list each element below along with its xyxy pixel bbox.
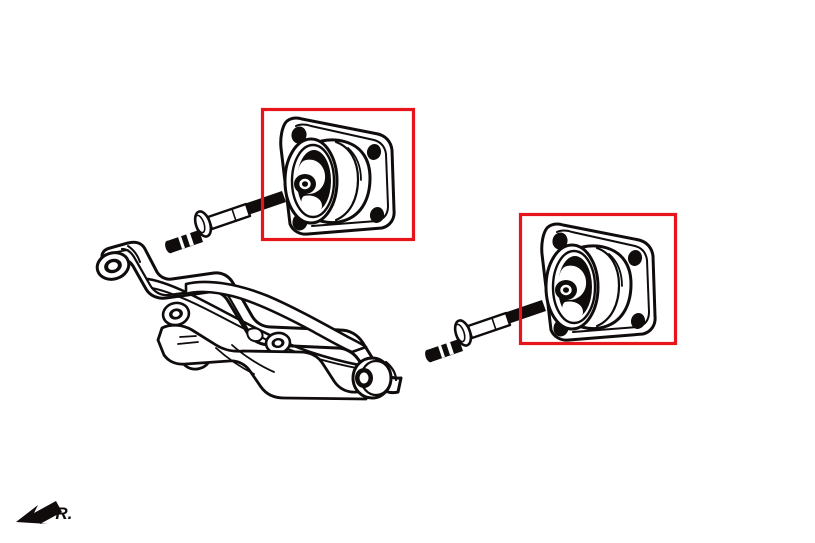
flange-bolt-hole <box>627 250 643 266</box>
flange-bolt-hole <box>366 144 382 160</box>
highlight-box-lower <box>518 212 678 346</box>
mounting-bolt-upper <box>165 191 286 254</box>
flange-bolt-hole <box>369 207 385 223</box>
flange-bolt-hole <box>291 126 307 144</box>
arm-bushing-eye-front <box>95 251 131 281</box>
front-direction-marker: FR. <box>16 501 72 524</box>
bushing-center-hub-upper <box>294 174 316 194</box>
bushing-mount-upper <box>279 116 396 236</box>
trailing-arm-assembly <box>95 240 403 401</box>
arrow-left-icon <box>16 501 62 524</box>
bushing-mount-lower <box>540 222 657 342</box>
highlight-box-upper <box>260 107 416 242</box>
front-direction-label: FR. <box>45 504 72 523</box>
flange-bolt-hole <box>630 313 646 329</box>
bushing-center-hub-lower <box>555 280 577 300</box>
flange-bolt-hole <box>552 232 568 250</box>
mounting-bolt-lower <box>425 300 546 363</box>
arm-bushing-eye-mid-upper <box>161 301 191 327</box>
arm-bushing-eye-rear <box>351 356 398 400</box>
